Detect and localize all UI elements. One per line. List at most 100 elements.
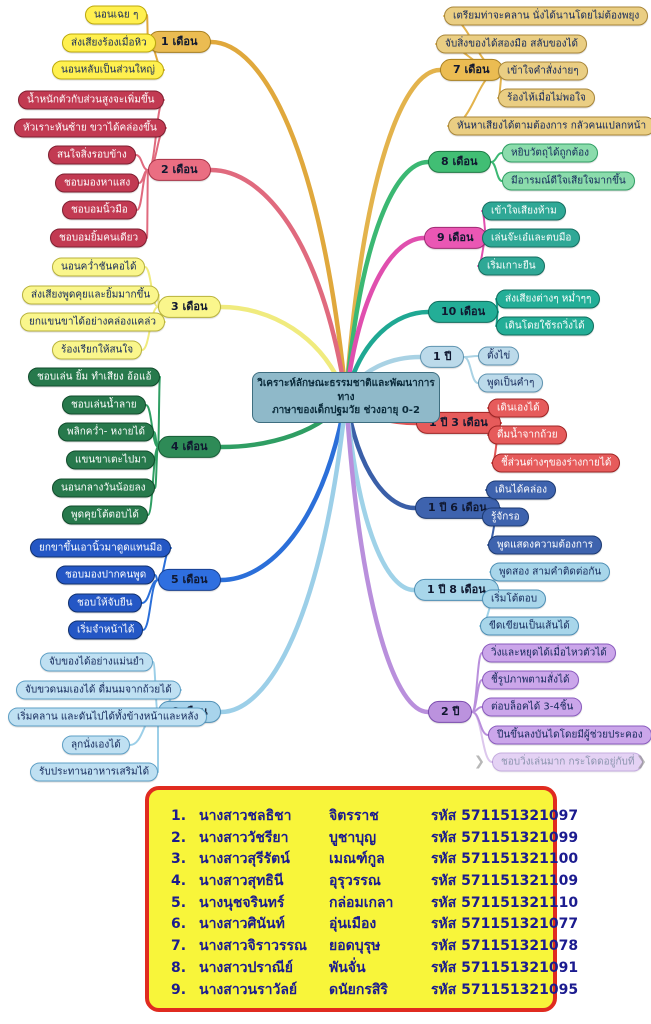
mindmap-item[interactable]: นอนกลางวันน้อยลง <box>52 478 155 498</box>
mindmap-item[interactable]: ชอบมองปากคนพูด <box>56 565 156 585</box>
connector-curve <box>142 579 159 631</box>
mindmap-item[interactable]: ชอบอมนิ้วมือ <box>62 200 137 220</box>
mindmap-item[interactable]: ชอบให้จับยืน <box>68 593 142 613</box>
mindmap-item[interactable]: ส่งเสียงต่างๆ หม่ำๆๆ <box>496 289 601 309</box>
mindmap-item[interactable]: หันหาเสียงได้ตามต้องการ กลัวคนแปลกหน้า <box>448 116 651 136</box>
credit-name: นางนุชจรินทร์ <box>199 894 285 911</box>
mindmap-item[interactable]: ร้องไห้เมื่อไม่พอใจ <box>498 88 595 108</box>
mindmap-item[interactable]: ชี้ส่วนต่างๆของร่างกายได้ <box>492 453 621 473</box>
mindmap-item[interactable]: นอนเฉย ๆ <box>85 5 148 25</box>
branch-node[interactable]: 1 ปี 8 เดือน <box>414 578 499 602</box>
mindmap-item[interactable]: ชอบอมยิ้มคนเดียว <box>50 228 148 248</box>
mindmap-item[interactable]: จับสิ่งของได้สองมือ สลับของได้ <box>436 34 588 54</box>
credit-code: รหัส 571151321078 <box>431 938 579 955</box>
branch-node[interactable]: 1 เดือน <box>148 30 211 54</box>
mindmap-item[interactable]: เข้าใจเสียงห้าม <box>482 201 566 221</box>
mindmap-item[interactable]: ปีนขึ้นลงบันไดโดยมีผู้ช่วยประคอง <box>488 725 651 745</box>
credit-name: นางสาวศินันท์ <box>199 916 285 933</box>
connector-curve <box>343 159 431 400</box>
credit-number: 8. <box>171 959 187 976</box>
branch-node[interactable]: 2 ปี <box>428 700 473 724</box>
mindmap-item[interactable]: ชอบเล่น ยิ้ม ทำเสียง อ้อแอ้ <box>28 367 161 387</box>
credit-name: นางสาวจิราวรรณ <box>199 938 308 955</box>
mindmap-item[interactable]: พลิกคว่ำ- หงายได้ <box>58 422 154 442</box>
connector-curve <box>343 235 427 400</box>
connector-curve <box>147 446 159 516</box>
credit-row: 7.นางสาวจิราวรรณยอดบุรุษรหัส 57115132107… <box>171 936 578 958</box>
credit-number: 7. <box>171 938 187 955</box>
credit-surname: อุรุวรรณ <box>329 873 381 890</box>
mindmap-item[interactable]: เริ่มเกาะยืน <box>478 256 545 276</box>
mindmap-item[interactable]: ชอบเล่นน้ำลาย <box>62 395 146 415</box>
branch-node[interactable]: 9 เดือน <box>424 226 487 250</box>
credit-code: รหัส 571151321100 <box>431 851 579 868</box>
mindmap-item[interactable]: ลุกนั่งเองได้ <box>62 735 130 755</box>
mindmap-item[interactable]: เดินเองได้ <box>488 398 549 418</box>
branch-node[interactable]: 5 เดือน <box>158 568 221 592</box>
mindmap-item[interactable]: นอนคว่ำชันคอได้ <box>52 257 146 277</box>
branch-node[interactable]: 8 เดือน <box>428 150 491 174</box>
credit-surname: ดนัยกรสิริ <box>329 981 388 998</box>
mindmap-item[interactable]: แขนขาเตะไปมา <box>66 450 156 470</box>
mindmap-item[interactable]: หยิบวัตถุได้ถูกต้อง <box>502 143 598 163</box>
mindmap-item[interactable]: เล่นจ๊ะเอ๋และตบมือ <box>482 228 581 248</box>
mindmap-item[interactable]: รับประทานอาหารเสริมได้ <box>30 762 159 782</box>
credit-surname: อุ่นเมือง <box>329 916 377 933</box>
mindmap-item[interactable]: หัวเราะหันซ้าย ขวาได้คล่องขึ้น <box>14 118 166 138</box>
connector-curve <box>463 356 479 384</box>
mindmap-item[interactable]: ต่อบล็อคได้ 3-4ชิ้น <box>482 697 583 717</box>
mindmap-item[interactable]: ส่งเสียงพูดคุยและยิ้มมากขึ้น <box>22 285 160 305</box>
mindmap-item[interactable]: เริ่มจำหน้าได้ <box>68 620 144 640</box>
mindmap-item[interactable]: เข้าใจคำสั่งง่ายๆ <box>498 61 588 81</box>
branch-node[interactable]: 1 ปี <box>420 345 465 369</box>
mindmap-item[interactable]: เริ่มโต้ตอบ <box>482 589 547 609</box>
branch-node[interactable]: 1 ปี 6 เดือน <box>415 496 500 520</box>
mindmap-item[interactable]: นอนหลับเป็นส่วนใหญ่ <box>52 60 164 80</box>
mindmap-item[interactable]: เตรียมท่าจะคลาน นั่งได้นานโดยไม่ต้องพยุง <box>444 6 649 26</box>
credit-row: 2.นางสาววัชรียาบูชาบุญรหัส 571151321099 <box>171 828 578 850</box>
credit-name: นางสาวสุรีรัตน์ <box>199 851 290 868</box>
mindmap-item[interactable]: ชี้รูปภาพตามสั่งได้ <box>482 670 579 690</box>
credit-number: 5. <box>171 894 187 911</box>
mindmap-item[interactable]: ชอบมองหาแสง <box>55 173 140 193</box>
credit-name: นางสาวสุทธินี <box>199 873 284 890</box>
mindmap-item[interactable]: ร้องเรียกให้สนใจ <box>52 340 143 360</box>
central-topic-node[interactable]: วิเคราะห์ลักษณะธรรมชาติและพัฒนาการทาง ภา… <box>252 372 440 423</box>
mindmap-item[interactable]: พูดเป็นคำๆ <box>478 373 544 393</box>
chevron-right-icon: ❯ <box>636 754 647 770</box>
mindmap-item[interactable]: พูดคุยโต้ตอบได้ <box>62 505 148 525</box>
mindmap-item-faded[interactable]: ชอบวิ่งเล่นมาก กระโดดอยู่กับที่ <box>492 752 644 772</box>
mindmap-item[interactable]: ดื่มน้ำจากถ้วย <box>488 425 567 445</box>
connector-curve <box>208 39 349 400</box>
credit-row: 5.นางนุชจรินทร์กล่อมเกลารหัส 57115132111… <box>171 893 578 915</box>
connector-curve <box>146 169 149 239</box>
branch-node[interactable]: 2 เดือน <box>148 158 211 182</box>
branch-node[interactable]: 3 เดือน <box>158 295 221 319</box>
mindmap-item[interactable]: พูดแสดงความต้องการ <box>488 535 602 555</box>
branch-node[interactable]: 10 เดือน <box>428 300 499 324</box>
mindmap-item[interactable]: เริ่มคลาน และดันไปได้ทั้งข้างหน้าและหลัง <box>8 707 208 727</box>
mindmap-item[interactable]: น้ำหนักตัวกับส่วนสูงจะเพิ่มขึ้น <box>18 90 164 110</box>
branch-node[interactable]: 4 เดือน <box>158 435 221 459</box>
credit-number: 9. <box>171 981 187 998</box>
mindmap-item[interactable]: ยกแขนขาได้อย่างคล่องแคล่ว <box>20 312 165 332</box>
mindmap-item[interactable]: รู้จักรอ <box>482 507 529 527</box>
mindmap-item[interactable]: สนใจสิ่งรอบข้าง <box>48 145 136 165</box>
mindmap-item[interactable]: ยกขาขึ้นเอานิ้วมาดูดแทนมือ <box>30 538 172 558</box>
mindmap-item[interactable]: พูดสอง สามคำติดต่อกัน <box>490 562 611 582</box>
mindmap-item[interactable]: จับขวดนมเองได้ ดื่มนมจากถ้วยได้ <box>16 680 181 700</box>
mindmap-item[interactable]: วิ่งและหยุดได้เมื่อไหวตัวได้ <box>482 643 616 663</box>
branch-node[interactable]: 7 เดือน <box>440 58 503 82</box>
mindmap-item[interactable]: เดินโดยใช้รถวิ่งได้ <box>496 316 594 336</box>
mindmap-item[interactable]: เดินได้คล่อง <box>486 480 556 500</box>
mindmap-item[interactable]: ตั้งไข่ <box>478 346 520 366</box>
credit-code: รหัส 571151321095 <box>431 981 579 998</box>
mindmap-item[interactable]: มีอารมณ์ดีใจเสียใจมากขึ้น <box>502 171 635 191</box>
mindmap-item[interactable]: ขีดเขียนเป็นเส้นได้ <box>480 616 579 636</box>
mindmap-item[interactable]: จับของได้อย่างแม่นยำ <box>40 652 154 672</box>
connector-curve <box>471 711 493 763</box>
mindmap-item[interactable]: ส่งเสียงร้องเมื่อหิว <box>62 33 156 53</box>
credit-number: 6. <box>171 916 187 933</box>
